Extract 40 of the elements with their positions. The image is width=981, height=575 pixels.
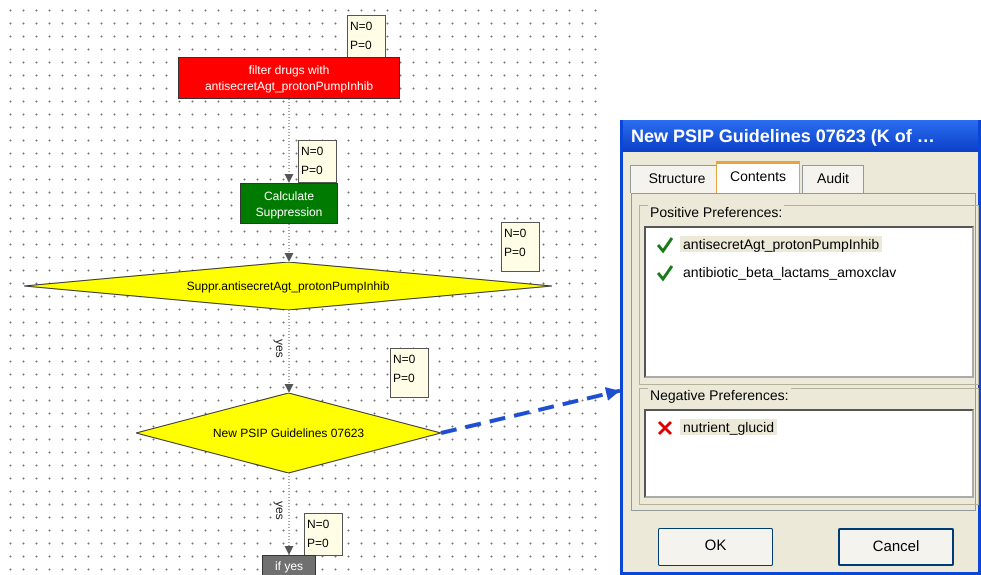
dialog-button: OK: [658, 528, 773, 566]
arrow: [284, 224, 294, 262]
arrow: [284, 98, 294, 184]
count-note: [298, 140, 337, 183]
count-text: N=0: [350, 18, 374, 35]
count-text: N=0: [301, 143, 324, 160]
count-note: [501, 222, 540, 272]
dialog-button: Cancel: [838, 528, 954, 566]
count-note: [347, 15, 386, 58]
group-heading: Negative Preferences:: [648, 387, 791, 403]
list-item: antibiotic_beta_lactams_amoxclav: [682, 264, 898, 280]
count-note: [390, 348, 429, 398]
process-box: Calculate Suppression: [240, 183, 338, 224]
count-text: P=0: [307, 535, 330, 552]
count-text: P=0: [504, 244, 527, 261]
process-box: if yes: [262, 555, 316, 575]
title-bar: New PSIP Guidelines 07623 (K of …: [623, 120, 978, 152]
group-box: [639, 205, 979, 385]
dashed-arrow: [440, 387, 620, 435]
edge-label: yes: [273, 338, 287, 358]
arrow: [284, 310, 294, 394]
count-note: [304, 513, 343, 556]
decision-text: New PSIP Guidelines 07623: [212, 425, 364, 442]
edge-label: yes: [273, 500, 287, 521]
arrow: [284, 472, 294, 556]
dialog-window: [620, 120, 981, 575]
count-text: N=0: [393, 351, 416, 368]
count-text: P=0: [301, 162, 324, 179]
group-box: [639, 388, 979, 505]
count-text: N=0: [307, 516, 330, 533]
list-item: nutrient_glucid: [680, 419, 778, 436]
tab: Contents: [716, 161, 800, 193]
decision-text: Suppr.antisecretAgt_protonPumpInhib: [186, 278, 390, 295]
count-text: P=0: [350, 37, 373, 54]
tab: Audit: [802, 165, 864, 193]
process-box: filter drugs with antisecretAgt_protonPumpInhib: [178, 57, 400, 99]
group-heading: Positive Preferences:: [648, 204, 784, 220]
count-text: N=0: [504, 225, 528, 242]
list-item: antisecretAgt_protonPumpInhib: [680, 236, 882, 252]
count-text: P=0: [393, 370, 416, 387]
